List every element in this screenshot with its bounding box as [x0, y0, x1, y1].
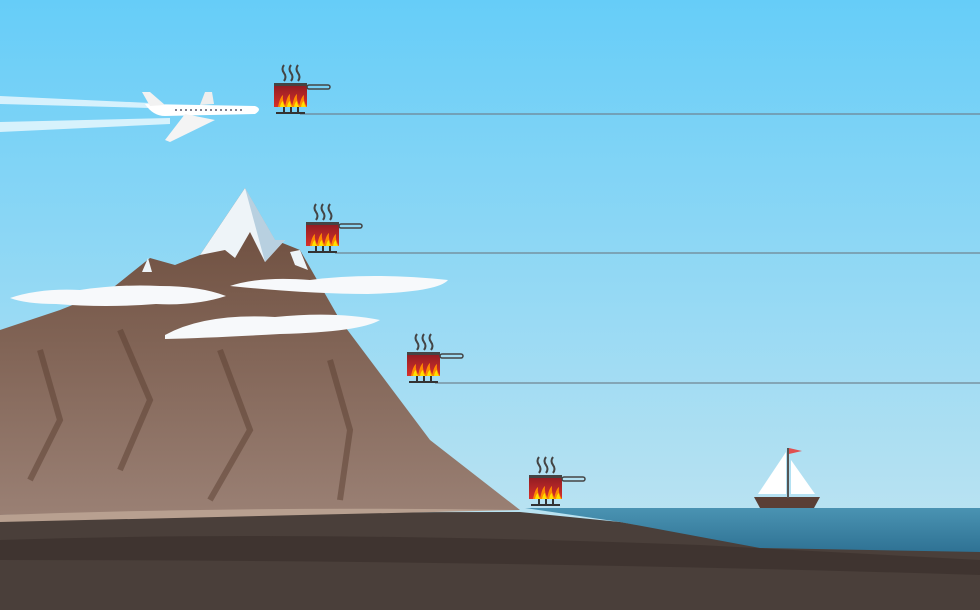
cloud-icon	[230, 276, 448, 294]
cloud-icon	[10, 285, 226, 306]
sailboat-icon	[754, 448, 820, 508]
airplane-icon	[0, 92, 259, 142]
mountain	[0, 188, 520, 515]
cloud-icon	[165, 314, 380, 339]
sea	[525, 508, 980, 552]
